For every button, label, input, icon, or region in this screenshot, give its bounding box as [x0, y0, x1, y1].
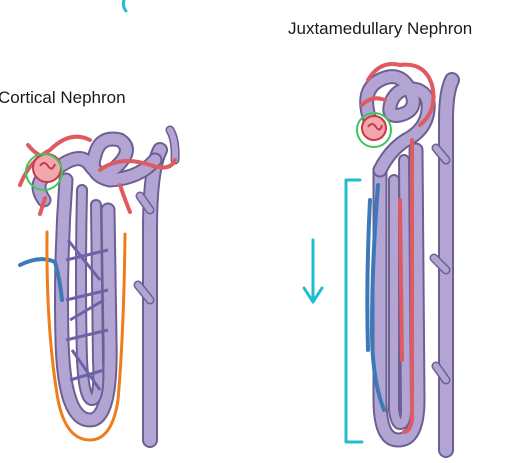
cortical-peritubular-capillaries [65, 239, 109, 391]
cortical-nephron-label: Cortical Nephron [0, 88, 126, 107]
juxtamedullary-loop-bracket [344, 178, 364, 444]
juxtamedullary-nephron-label: Juxtamedullary Nephron [288, 19, 473, 38]
cortical-glomerulus-highlight [25, 153, 63, 191]
cortical-vein [18, 257, 64, 302]
juxtamedullary-vasa-recta-vein [365, 183, 386, 412]
juxtamedullary-collecting-duct [429, 72, 460, 458]
juxtamedullary-glomerulus-highlight [356, 112, 392, 148]
cortical-nephron [18, 125, 180, 448]
annotation-stroke-top [121, 0, 128, 13]
juxtamedullary-arterioles [360, 62, 436, 434]
juxtamedullary-nephron [344, 62, 460, 458]
down-arrow-annotation [302, 238, 324, 304]
juxtamedullary-tubule-loop [359, 69, 436, 448]
cortical-tubule-loop [31, 131, 163, 428]
juxtamedullary-glomerulus [361, 115, 387, 141]
cortical-loop-highlight [45, 230, 127, 442]
